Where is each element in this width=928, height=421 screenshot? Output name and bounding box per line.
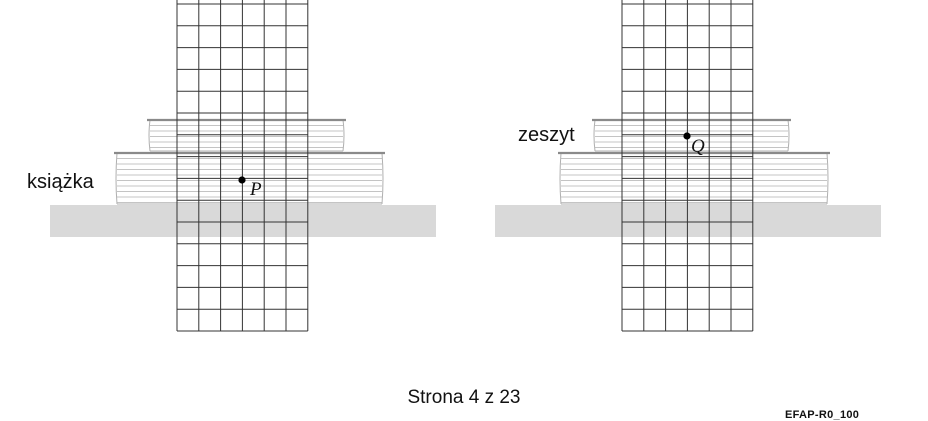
left-book-stack (114, 151, 385, 205)
left-book-left-edge (115, 152, 118, 205)
right-book-left-edge (559, 152, 562, 205)
point-p-dot (238, 176, 246, 184)
right-book-right-edge (826, 152, 829, 205)
right-notebook-left-edge (593, 119, 596, 152)
label-notebook: zeszyt (518, 124, 575, 146)
right-grid (621, 0, 754, 332)
left-notebook-right-edge (342, 119, 345, 152)
right-notebook-right-edge (787, 119, 790, 152)
right-figure (495, 0, 881, 332)
page-number: Strona 4 z 23 (407, 387, 521, 408)
left-notebook-stack (147, 118, 346, 152)
right-notebook-stack (592, 118, 791, 152)
right-book-stack (558, 151, 830, 205)
left-figure (50, 0, 436, 332)
document-code: EFAP-R0_100 (785, 409, 860, 421)
right-table-surface (495, 205, 881, 237)
label-point-q: Q (691, 136, 705, 157)
label-point-p: P (250, 179, 262, 200)
left-book-right-edge (381, 152, 384, 205)
point-q-dot (683, 132, 691, 140)
left-table-surface (50, 205, 436, 237)
label-book: książka (27, 171, 94, 193)
left-notebook-left-edge (148, 119, 151, 152)
left-grid (176, 0, 309, 332)
